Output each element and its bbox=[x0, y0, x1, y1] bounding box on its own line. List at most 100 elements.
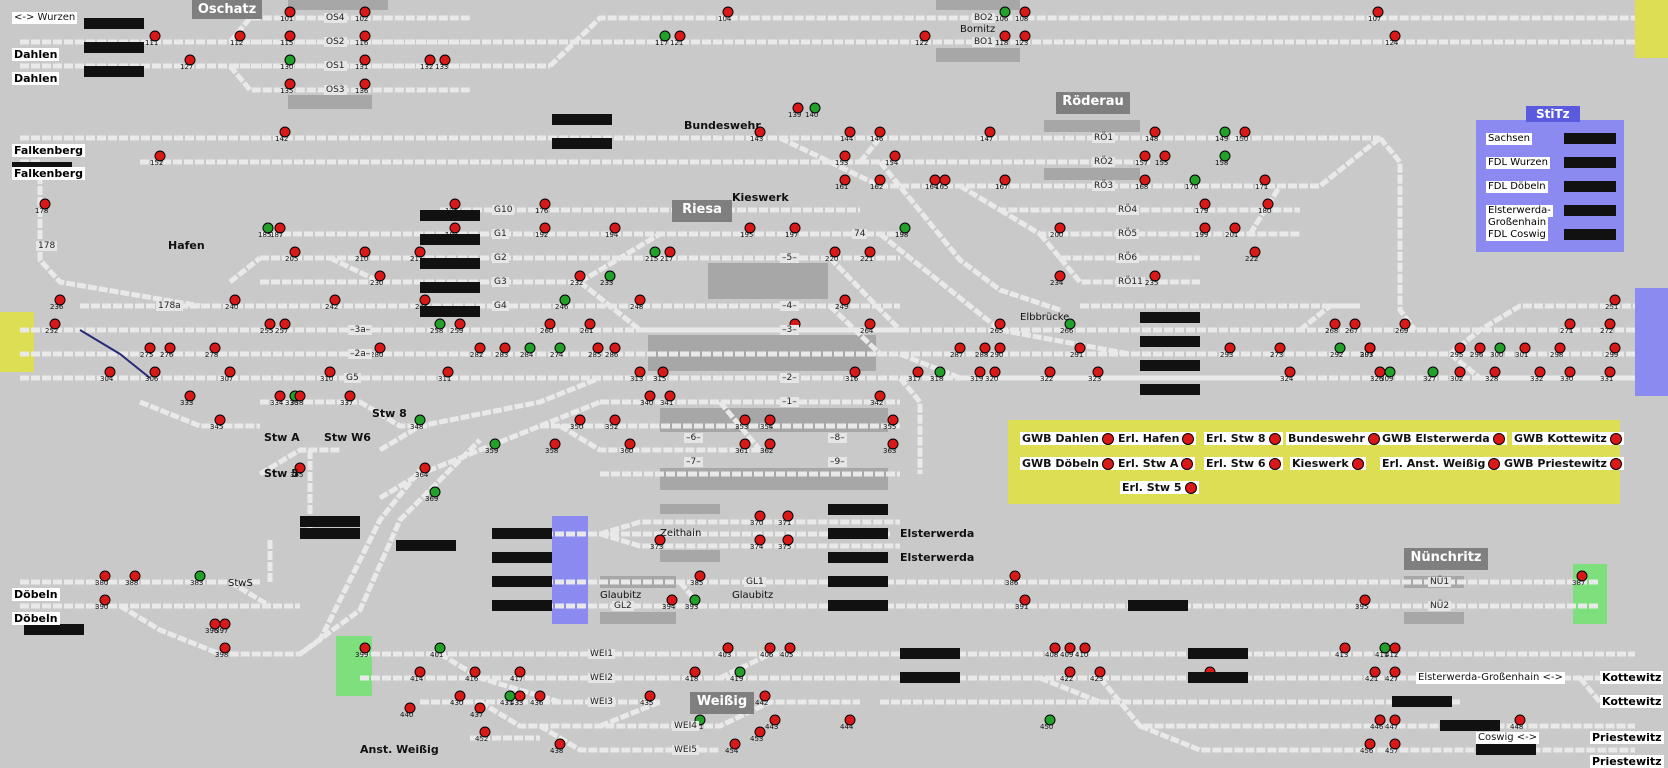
signal-light-icon[interactable] bbox=[279, 318, 291, 330]
signal-light-icon[interactable] bbox=[359, 246, 371, 258]
signal-light-icon[interactable] bbox=[954, 342, 966, 354]
erl-hafen[interactable]: Erl. Hafen bbox=[1116, 432, 1197, 445]
signal-light-icon[interactable] bbox=[129, 570, 141, 582]
signal-112[interactable]: 112 bbox=[230, 30, 246, 47]
signal-121[interactable]: 121 bbox=[670, 30, 686, 47]
signal-456[interactable]: 456 bbox=[1360, 738, 1376, 755]
stitz-item-fdl-wurzen[interactable]: FDL Wurzen bbox=[1486, 157, 1550, 169]
signal-light-icon[interactable] bbox=[554, 342, 566, 354]
signal-116[interactable]: 116 bbox=[355, 30, 371, 47]
signal-307[interactable]: 307 bbox=[220, 366, 236, 383]
signal-427[interactable]: 427 bbox=[1385, 666, 1401, 683]
signal-139[interactable]: 139 bbox=[788, 102, 804, 119]
signal-light-icon[interactable] bbox=[1427, 366, 1439, 378]
signal-light-icon[interactable] bbox=[782, 510, 794, 522]
signal-220[interactable]: 220 bbox=[825, 246, 841, 263]
signal-195[interactable]: 195 bbox=[740, 222, 756, 239]
signal-light-icon[interactable] bbox=[1019, 594, 1031, 606]
signal-334[interactable]: 334 bbox=[270, 390, 286, 407]
signal-230[interactable]: 230 bbox=[370, 270, 386, 287]
signal-435[interactable]: 435 bbox=[640, 690, 656, 707]
signal-284[interactable]: 284 bbox=[520, 342, 536, 359]
signal-light-icon[interactable] bbox=[414, 246, 426, 258]
signal-light-icon[interactable] bbox=[694, 570, 706, 582]
signal-298[interactable]: 298 bbox=[1550, 342, 1566, 359]
signal-light-icon[interactable] bbox=[887, 438, 899, 450]
signal-422[interactable]: 422 bbox=[1060, 666, 1076, 683]
signal-light-icon[interactable] bbox=[1094, 666, 1106, 678]
signal-light-icon[interactable] bbox=[1454, 366, 1466, 378]
signal-290[interactable]: 290 bbox=[990, 342, 1006, 359]
signal-135[interactable]: 135 bbox=[280, 78, 296, 95]
signal-255[interactable]: 255 bbox=[260, 318, 276, 335]
signal-317[interactable]: 317 bbox=[908, 366, 924, 383]
signal-333[interactable]: 333 bbox=[180, 390, 196, 407]
signal-light-icon[interactable] bbox=[764, 414, 776, 426]
signal-154[interactable]: 154 bbox=[885, 150, 901, 167]
signal-light-icon[interactable] bbox=[754, 510, 766, 522]
signal-323[interactable]: 323 bbox=[1088, 366, 1104, 383]
signal-433[interactable]: 433 bbox=[510, 690, 526, 707]
signal-light-icon[interactable] bbox=[874, 174, 886, 186]
signal-light-icon[interactable] bbox=[864, 246, 876, 258]
signal-248[interactable]: 248 bbox=[630, 294, 646, 311]
stitz-item-fdl-coswig[interactable]: FDL Coswig bbox=[1486, 229, 1548, 241]
signal-light-icon[interactable] bbox=[1092, 366, 1104, 378]
signal-450[interactable]: 450 bbox=[1040, 714, 1056, 731]
signal-362[interactable]: 362 bbox=[760, 438, 776, 455]
signal-light-icon[interactable] bbox=[439, 54, 451, 66]
signal-light-icon[interactable] bbox=[154, 150, 166, 162]
signal-light-icon[interactable] bbox=[359, 6, 371, 18]
signal-light-icon[interactable] bbox=[1079, 642, 1091, 654]
signal-167[interactable]: 167 bbox=[995, 174, 1011, 191]
signal-light-icon[interactable] bbox=[754, 726, 766, 738]
signal-107[interactable]: 107 bbox=[1368, 6, 1384, 23]
signal-140[interactable]: 140 bbox=[805, 102, 821, 119]
signal-light-icon[interactable] bbox=[1494, 342, 1506, 354]
signal-light-icon[interactable] bbox=[644, 690, 656, 702]
signal-288[interactable]: 288 bbox=[975, 342, 991, 359]
signal-155[interactable]: 155 bbox=[1155, 150, 1171, 167]
signal-light-icon[interactable] bbox=[592, 342, 604, 354]
signal-233[interactable]: 233 bbox=[600, 270, 616, 287]
signal-299[interactable]: 299 bbox=[1605, 342, 1621, 359]
signal-106[interactable]: 106 bbox=[995, 6, 1011, 23]
signal-287[interactable]: 287 bbox=[950, 342, 966, 359]
signal-light-icon[interactable] bbox=[1339, 642, 1351, 654]
signal-light-icon[interactable] bbox=[224, 366, 236, 378]
signal-117[interactable]: 117 bbox=[655, 30, 671, 47]
signal-light-icon[interactable] bbox=[864, 318, 876, 330]
signal-217[interactable]: 217 bbox=[660, 246, 676, 263]
signal-light-icon[interactable] bbox=[559, 294, 571, 306]
signal-192[interactable]: 192 bbox=[535, 222, 551, 239]
signal-light-icon[interactable] bbox=[1019, 30, 1031, 42]
signal-light-icon[interactable] bbox=[659, 30, 671, 42]
signal-143[interactable]: 143 bbox=[750, 126, 766, 143]
signal-light-icon[interactable] bbox=[939, 174, 951, 186]
signal-light-icon[interactable] bbox=[1369, 666, 1381, 678]
signal-light-icon[interactable] bbox=[1489, 366, 1501, 378]
signal-437[interactable]: 437 bbox=[470, 702, 486, 719]
signal-light-icon[interactable] bbox=[1374, 714, 1386, 726]
signal-406[interactable]: 406 bbox=[760, 642, 776, 659]
gwb-kieswerk[interactable]: Kieswerk bbox=[1290, 457, 1366, 470]
signal-light-icon[interactable] bbox=[999, 30, 1011, 42]
signal-393[interactable]: 393 bbox=[685, 594, 701, 611]
signal-130[interactable]: 130 bbox=[280, 54, 296, 71]
signal-light-icon[interactable] bbox=[489, 438, 501, 450]
signal-291[interactable]: 291 bbox=[1070, 342, 1086, 359]
signal-light-icon[interactable] bbox=[149, 30, 161, 42]
signal-light-icon[interactable] bbox=[164, 342, 176, 354]
signal-light-icon[interactable] bbox=[784, 642, 796, 654]
signal-101[interactable]: 101 bbox=[280, 6, 296, 23]
signal-249[interactable]: 249 bbox=[835, 294, 851, 311]
signal-light-icon[interactable] bbox=[769, 714, 781, 726]
signal-122[interactable]: 122 bbox=[915, 30, 931, 47]
signal-345[interactable]: 345 bbox=[210, 414, 226, 431]
signal-258[interactable]: 258 bbox=[430, 318, 446, 335]
signal-light-icon[interactable] bbox=[874, 390, 886, 402]
signal-light-icon[interactable] bbox=[1534, 366, 1546, 378]
signal-light-icon[interactable] bbox=[294, 462, 306, 474]
signal-light-icon[interactable] bbox=[979, 342, 991, 354]
signal-light-icon[interactable] bbox=[974, 366, 986, 378]
